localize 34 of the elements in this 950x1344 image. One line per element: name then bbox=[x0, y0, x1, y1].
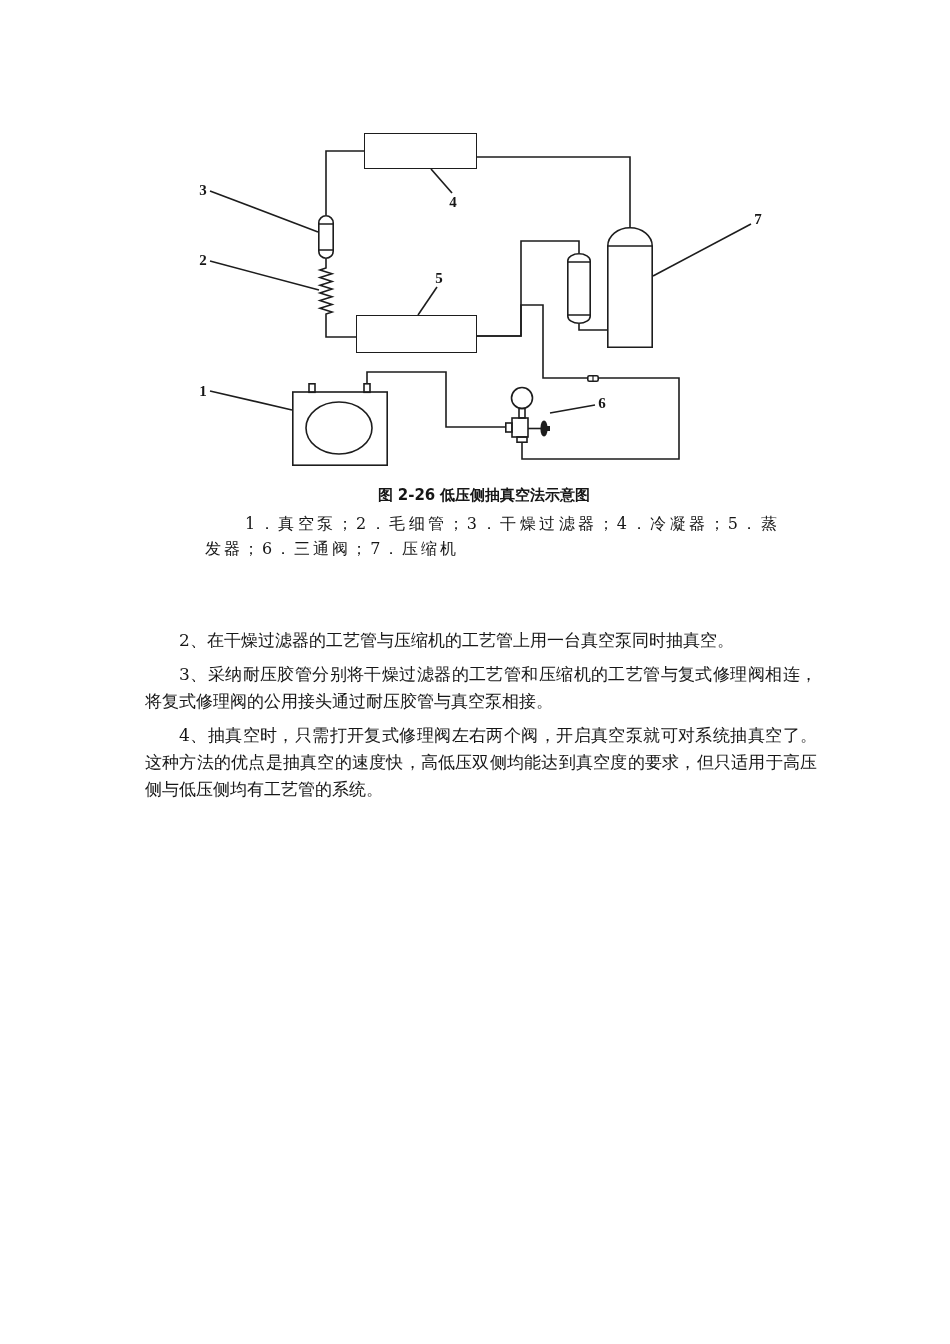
leader-line bbox=[549, 404, 596, 414]
leader-line bbox=[430, 168, 453, 194]
pipe-line bbox=[325, 150, 365, 216]
figure-caption: 图 2-26 低压侧抽真空法示意图 bbox=[377, 486, 591, 504]
callout-number: 4 bbox=[446, 193, 460, 211]
callout-number: 1 bbox=[196, 382, 210, 400]
vacuum-pump-drawing bbox=[292, 383, 388, 466]
body-paragraph: 4、抽真空时，只需打开复式修理阀左右两个阀，开启真空泵就可对系统抽真空了。这种方法的优点是抽真空的速度快，高低压双侧均能达到真空度的要求，但只适用于高压侧与低压侧均有工艺管的系统。 bbox=[145, 724, 817, 801]
pipe-line bbox=[325, 316, 357, 338]
leader-line bbox=[209, 260, 320, 291]
capillary-coil bbox=[319, 265, 333, 317]
callout-number: 2 bbox=[196, 251, 210, 269]
pipe-line bbox=[476, 304, 680, 460]
compressor-vessel bbox=[607, 227, 653, 348]
callout-number: 5 bbox=[432, 269, 446, 287]
accumulator-vessel bbox=[567, 253, 591, 324]
leader-line bbox=[209, 390, 293, 411]
leader-line bbox=[652, 223, 752, 277]
callout-number: 3 bbox=[196, 181, 210, 199]
evaporator-box bbox=[356, 315, 477, 353]
leader-line bbox=[417, 286, 438, 316]
leader-line bbox=[209, 190, 319, 233]
body-paragraph: 2、在干燥过滤器的工艺管与压缩机的工艺管上用一台真空泵同时抽真空。 bbox=[178, 629, 735, 652]
pipe-line bbox=[578, 323, 608, 331]
callout-number: 7 bbox=[751, 210, 765, 228]
pipe-line bbox=[325, 258, 327, 266]
figure-key-text: 1．真空泵；2．毛细管；3．干燥过滤器；4．冷凝器；5．蒸发器；6．三通阀；7．压缩机 bbox=[205, 513, 780, 560]
body-paragraph: 3、采纳耐压胶管分别将干燥过滤器的工艺管和压缩机的工艺管与复式修理阀相连，将复式修理阀的公用接头通过耐压胶管与真空泵相接。 bbox=[145, 663, 817, 713]
three-way-valve-drawing bbox=[505, 386, 550, 443]
condenser-box bbox=[364, 133, 477, 169]
pipe-line bbox=[476, 156, 631, 228]
filter-drier-capsule bbox=[318, 215, 334, 259]
callout-number: 6 bbox=[595, 394, 609, 412]
pipe-line bbox=[366, 371, 506, 428]
